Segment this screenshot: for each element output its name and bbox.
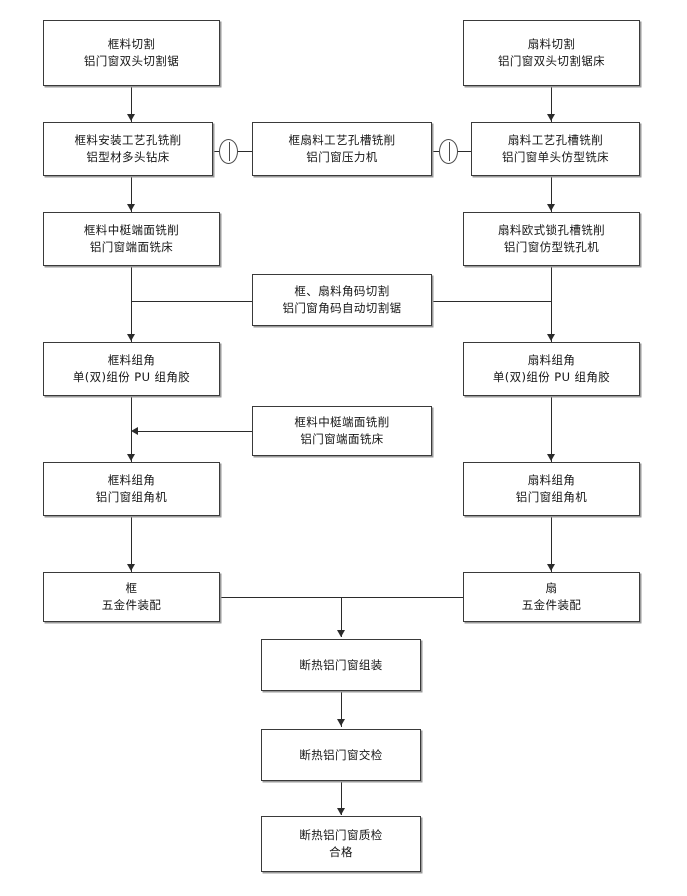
node-corner-cut[interactable]: 框、扇料角码切割 铝门窗角码自动切割锯 xyxy=(252,274,432,326)
node-frame-corner-machine[interactable]: 框料组角 铝门窗组角机 xyxy=(43,462,220,516)
edge-frame-hole-mill-to-frame-endface xyxy=(131,176,132,212)
edge-sash-lock-mill-to-sash-corner-glue xyxy=(551,266,552,342)
arrowhead-frame-corner-machine xyxy=(127,454,135,461)
left-circle-connector xyxy=(219,139,238,164)
edge-assembly-to-inspection xyxy=(341,691,342,727)
node-mid-endface-mill-line1: 框料中梃端面铣削 xyxy=(294,415,390,430)
edge-sash-hole-mill-to-sash-lock-mill xyxy=(551,176,552,212)
node-qualified[interactable]: 断热铝门窗质检 合格 xyxy=(261,816,421,872)
node-sash-lock-mill-line2: 铝门窗仿型铣孔机 xyxy=(503,240,600,254)
arrowhead-assembly xyxy=(337,630,345,637)
node-assembly-line1: 断热铝门窗组装 xyxy=(299,657,383,672)
node-sash-lock-mill[interactable]: 扇料欧式锁孔槽铣削 铝门窗仿型铣孔机 xyxy=(463,212,640,266)
node-frame-corner-machine-line2: 铝门窗组角机 xyxy=(95,490,168,504)
node-sash-hole-mill-line1: 扇料工艺孔槽铣削 xyxy=(507,133,604,148)
node-sash-corner-glue-line1: 扇料组角 xyxy=(527,353,576,368)
node-frame-cut[interactable]: 框料切割 铝门窗双头切割锯 xyxy=(43,20,220,86)
right-circle-connector xyxy=(439,139,458,164)
arrowhead-frame-hole-mill xyxy=(127,114,135,121)
node-frame-corner-glue[interactable]: 框料组角 单(双)组份 PU 组角胶 xyxy=(43,342,220,396)
node-mid-endface-mill[interactable]: 框料中梃端面铣削 铝门窗端面铣床 xyxy=(252,406,432,456)
node-mid-press[interactable]: 框扇料工艺孔槽铣削 铝门窗压力机 xyxy=(252,122,432,176)
node-qualified-line2: 合格 xyxy=(329,845,353,859)
edge-frame-cut-to-frame-hole-mill xyxy=(131,86,132,122)
edge-frame-endface-to-frame-corner-glue xyxy=(131,266,132,342)
node-sash-cut-line1: 扇料切割 xyxy=(527,37,576,52)
node-sash-hardware-line1: 扇 xyxy=(545,581,558,596)
arrowhead-mid-endface-mill-to-frame-column xyxy=(131,427,138,435)
node-sash-corner-machine[interactable]: 扇料组角 铝门窗组角机 xyxy=(463,462,640,516)
edge-mid-endface-mill-to-frame-column xyxy=(136,431,252,432)
node-frame-cut-line1: 框料切割 xyxy=(107,37,156,52)
node-inspection[interactable]: 断热铝门窗交检 xyxy=(261,729,421,781)
node-corner-cut-line1: 框、扇料角码切割 xyxy=(294,284,390,299)
node-frame-hardware[interactable]: 框 五金件装配 xyxy=(43,572,220,622)
node-mid-endface-mill-line2: 铝门窗端面铣床 xyxy=(300,432,384,446)
edge-corner-cut-to-frame-column xyxy=(131,301,252,302)
edge-merge-to-assembly xyxy=(341,597,342,637)
arrowhead-sash-corner-machine xyxy=(547,454,555,461)
node-frame-corner-machine-line1: 框料组角 xyxy=(107,473,156,488)
arrowhead-frame-corner-glue xyxy=(127,334,135,341)
node-sash-hole-mill-line2: 铝门窗单头仿型铣床 xyxy=(501,150,610,164)
node-sash-cut-line2: 铝门窗双头切割锯床 xyxy=(497,54,606,68)
node-frame-corner-glue-line2: 单(双)组份 PU 组角胶 xyxy=(72,370,191,384)
edge-inspection-to-qualified xyxy=(341,781,342,815)
arrowhead-qualified xyxy=(337,808,345,815)
node-sash-corner-machine-line1: 扇料组角 xyxy=(527,473,576,488)
node-assembly[interactable]: 断热铝门窗组装 xyxy=(261,639,421,691)
node-sash-corner-machine-line2: 铝门窗组角机 xyxy=(515,490,588,504)
node-sash-corner-glue-line2: 单(双)组份 PU 组角胶 xyxy=(492,370,611,384)
node-sash-lock-mill-line1: 扇料欧式锁孔槽铣削 xyxy=(497,223,606,238)
edge-sash-cut-to-sash-hole-mill xyxy=(551,86,552,122)
node-corner-cut-line2: 铝门窗角码自动切割锯 xyxy=(282,301,402,315)
node-frame-hardware-line2: 五金件装配 xyxy=(101,598,162,612)
node-sash-hardware[interactable]: 扇 五金件装配 xyxy=(463,572,640,622)
edge-sash-corner-machine-to-sash-hardware xyxy=(551,516,552,572)
arrowhead-frame-endface xyxy=(127,204,135,211)
node-frame-hardware-line1: 框 xyxy=(125,581,138,596)
node-sash-hole-mill[interactable]: 扇料工艺孔槽铣削 铝门窗单头仿型铣床 xyxy=(471,122,640,176)
node-mid-press-line1: 框扇料工艺孔槽铣削 xyxy=(288,133,396,148)
node-frame-endface-line1: 框料中梃端面铣削 xyxy=(83,223,180,238)
edge-right-connector-to-sash-hole-mill xyxy=(457,151,471,152)
arrowhead-inspection xyxy=(337,719,345,726)
arrowhead-sash-corner-glue xyxy=(547,334,555,341)
node-frame-hole-mill[interactable]: 框料安装工艺孔铣削 铝型材多头钻床 xyxy=(43,122,213,176)
edge-frame-corner-machine-to-frame-hardware xyxy=(131,516,132,572)
node-mid-press-line2: 铝门窗压力机 xyxy=(306,150,378,164)
arrowhead-sash-lock-mill xyxy=(547,204,555,211)
arrowhead-frame-hardware xyxy=(127,564,135,571)
node-frame-cut-line2: 铝门窗双头切割锯 xyxy=(83,54,180,68)
node-sash-hardware-line2: 五金件装配 xyxy=(521,598,582,612)
node-frame-corner-glue-line1: 框料组角 xyxy=(107,353,156,368)
arrowhead-sash-hardware xyxy=(547,564,555,571)
node-frame-endface-line2: 铝门窗端面铣床 xyxy=(89,240,174,254)
node-frame-endface[interactable]: 框料中梃端面铣削 铝门窗端面铣床 xyxy=(43,212,220,266)
node-qualified-line1: 断热铝门窗质检 xyxy=(299,828,383,843)
node-inspection-line1: 断热铝门窗交检 xyxy=(299,747,383,762)
edge-left-connector-to-mid-press xyxy=(234,151,252,152)
edge-corner-cut-to-sash-column xyxy=(432,301,552,302)
node-frame-hole-mill-line1: 框料安装工艺孔铣削 xyxy=(74,133,182,148)
arrowhead-sash-hole-mill xyxy=(547,114,555,121)
node-sash-cut[interactable]: 扇料切割 铝门窗双头切割锯床 xyxy=(463,20,640,86)
node-sash-corner-glue[interactable]: 扇料组角 单(双)组份 PU 组角胶 xyxy=(463,342,640,396)
node-frame-hole-mill-line2: 铝型材多头钻床 xyxy=(86,150,170,164)
edge-sash-corner-glue-to-sash-corner-machine xyxy=(551,396,552,462)
